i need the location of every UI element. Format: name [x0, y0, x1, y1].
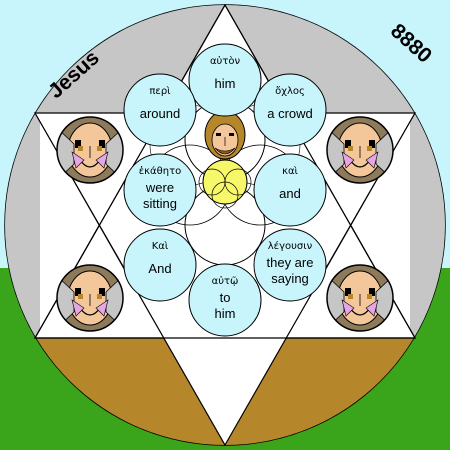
english-word: were: [145, 180, 174, 195]
face-icon-bottom-right: [326, 264, 394, 332]
word-circle-bg: [253, 153, 327, 227]
face-icon-top-left: [56, 116, 124, 184]
greek-word: αὐτῷ: [212, 275, 239, 287]
word-circle-bg: [123, 153, 197, 227]
inner-hexagon-lines: [34, 112, 416, 339]
greek-word: ὄχλος: [275, 85, 305, 97]
word-circle: περὶ around: [123, 73, 197, 147]
face-icon-bottom-left: [56, 264, 124, 332]
english-word: they are: [267, 255, 314, 270]
word-circle: αὐτὸν him: [188, 43, 262, 117]
english-word: And: [148, 261, 171, 276]
center-emblem: [149, 99, 301, 266]
english-word: to: [220, 290, 231, 305]
greek-word: αὐτὸν: [210, 55, 241, 67]
face-icon-top-right: [326, 116, 394, 184]
greek-word: ἐκάθητο: [139, 165, 182, 177]
english-word: him: [215, 76, 236, 91]
english-word: and: [279, 186, 301, 201]
greek-word: περὶ: [149, 85, 171, 97]
greek-word: Καὶ: [152, 240, 169, 252]
word-circle-bg: [253, 73, 327, 147]
english-word: him: [215, 306, 236, 321]
word-circle-bg: [253, 228, 327, 302]
english-word: a crowd: [267, 106, 313, 121]
english-word: sitting: [143, 196, 177, 211]
jesus-face-icon: [204, 110, 246, 160]
word-circle: ὄχλος a crowd: [253, 73, 327, 147]
greek-word: καὶ: [282, 165, 298, 177]
word-circle-bg: [123, 228, 197, 302]
word-circles: αὐτὸν him περὶ around ὄχλος a crowd ἐκάθητο wer…: [123, 43, 327, 337]
word-circle-bg: [123, 73, 197, 147]
greek-word: λέγουσιν: [268, 240, 313, 252]
word-circle-bg: [188, 43, 262, 117]
english-word: saying: [271, 271, 309, 286]
word-circle: καὶ and: [253, 153, 327, 227]
word-circle-bg: [188, 263, 262, 337]
english-word: around: [140, 106, 180, 121]
